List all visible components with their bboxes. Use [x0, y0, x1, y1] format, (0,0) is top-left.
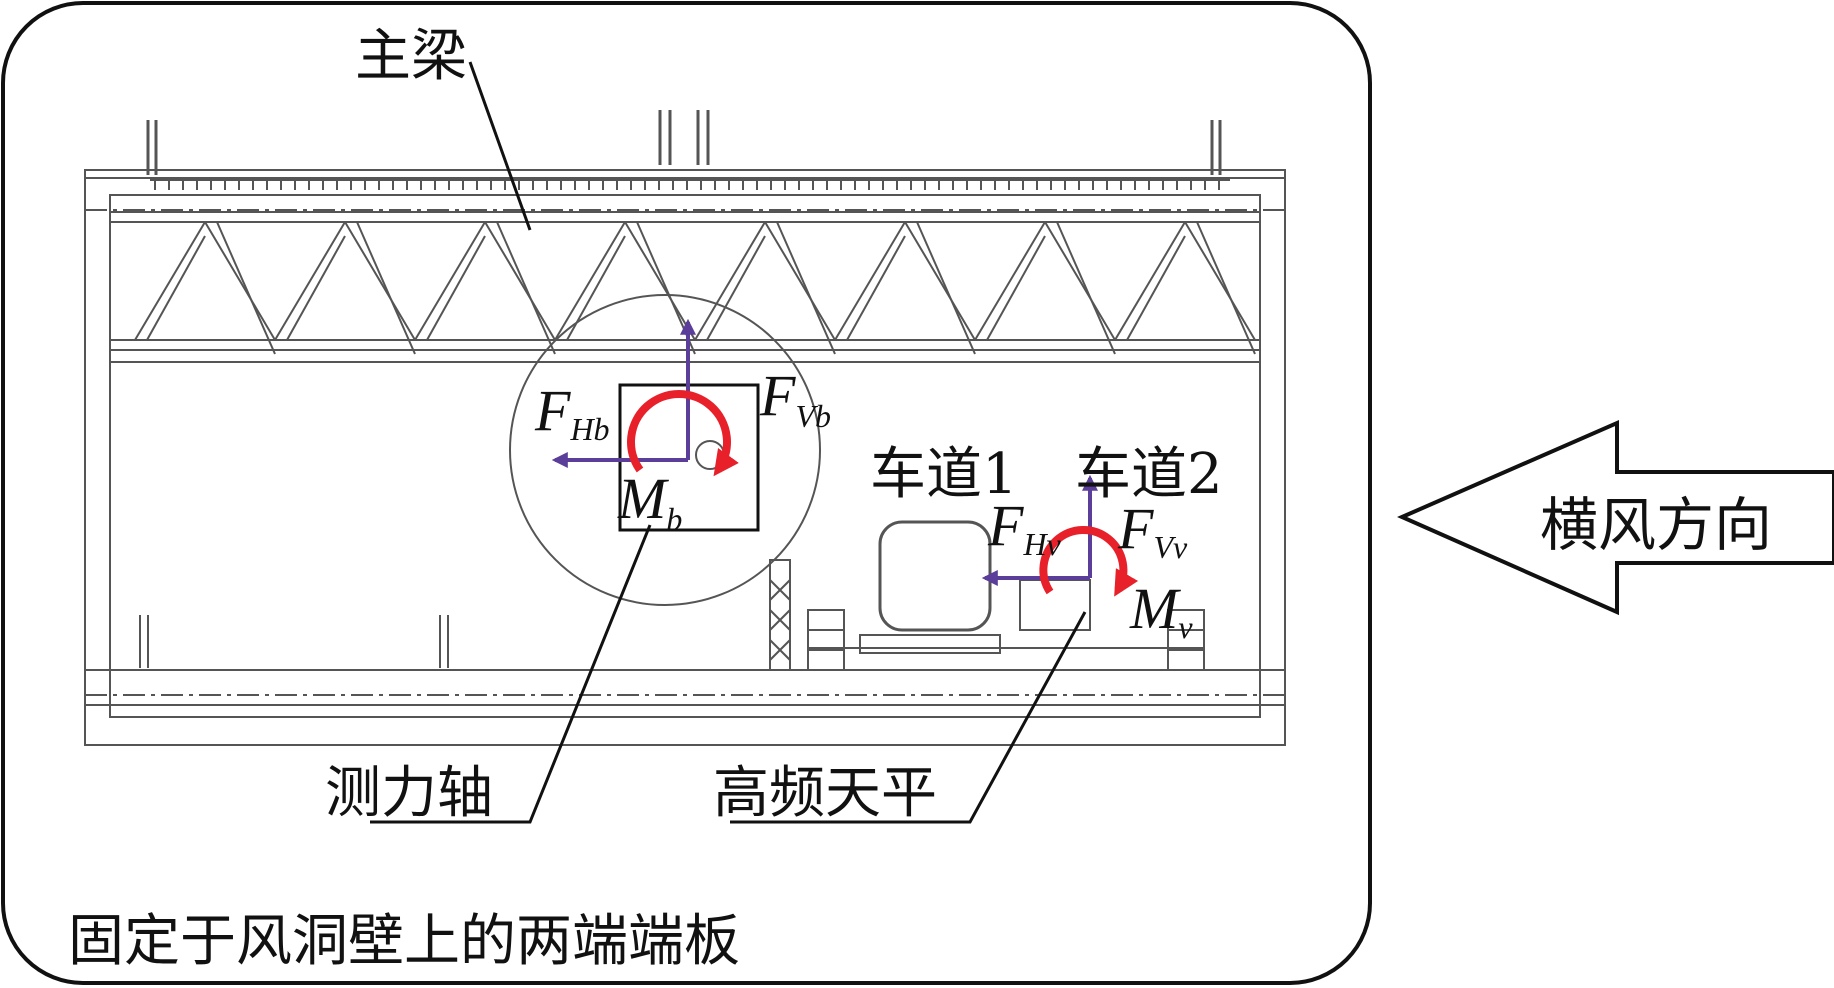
lower-deck-details	[139, 520, 1205, 671]
leader-lines	[370, 61, 1087, 824]
f-hb-symbol: FHb	[534, 378, 610, 447]
force-shaft-label: 测力轴	[325, 761, 493, 826]
end-plates-label: 固定于风洞壁上的两端端板	[68, 909, 740, 974]
f-vv-symbol: FVv	[1117, 496, 1188, 565]
f-vb-symbol: FVb	[759, 363, 831, 434]
m-v-symbol: Mv	[1129, 576, 1193, 645]
force-shaft-circle	[509, 294, 821, 606]
wind-direction-arrow	[1397, 419, 1834, 616]
m-b-symbol: Mb	[617, 466, 682, 537]
moment-b-arc	[627, 390, 739, 477]
f-hv-symbol: FHv	[987, 493, 1062, 562]
top-deck-ribs	[150, 179, 1230, 190]
end-plate-frame	[1, 1, 1372, 985]
moment-v-arc	[1039, 525, 1139, 597]
top-railing-posts	[146, 110, 1222, 175]
lane2-label: 车道2	[1075, 442, 1223, 507]
main-beam-label: 主梁	[355, 24, 467, 89]
train-vehicle	[878, 520, 992, 632]
wind-direction-label: 横风方向	[1540, 491, 1772, 559]
deck-cross-section	[84, 169, 1286, 746]
truss-main-beam	[110, 211, 1260, 363]
lane1-label: 车道1	[870, 442, 1018, 507]
hf-balance-label: 高频天平	[713, 761, 937, 826]
